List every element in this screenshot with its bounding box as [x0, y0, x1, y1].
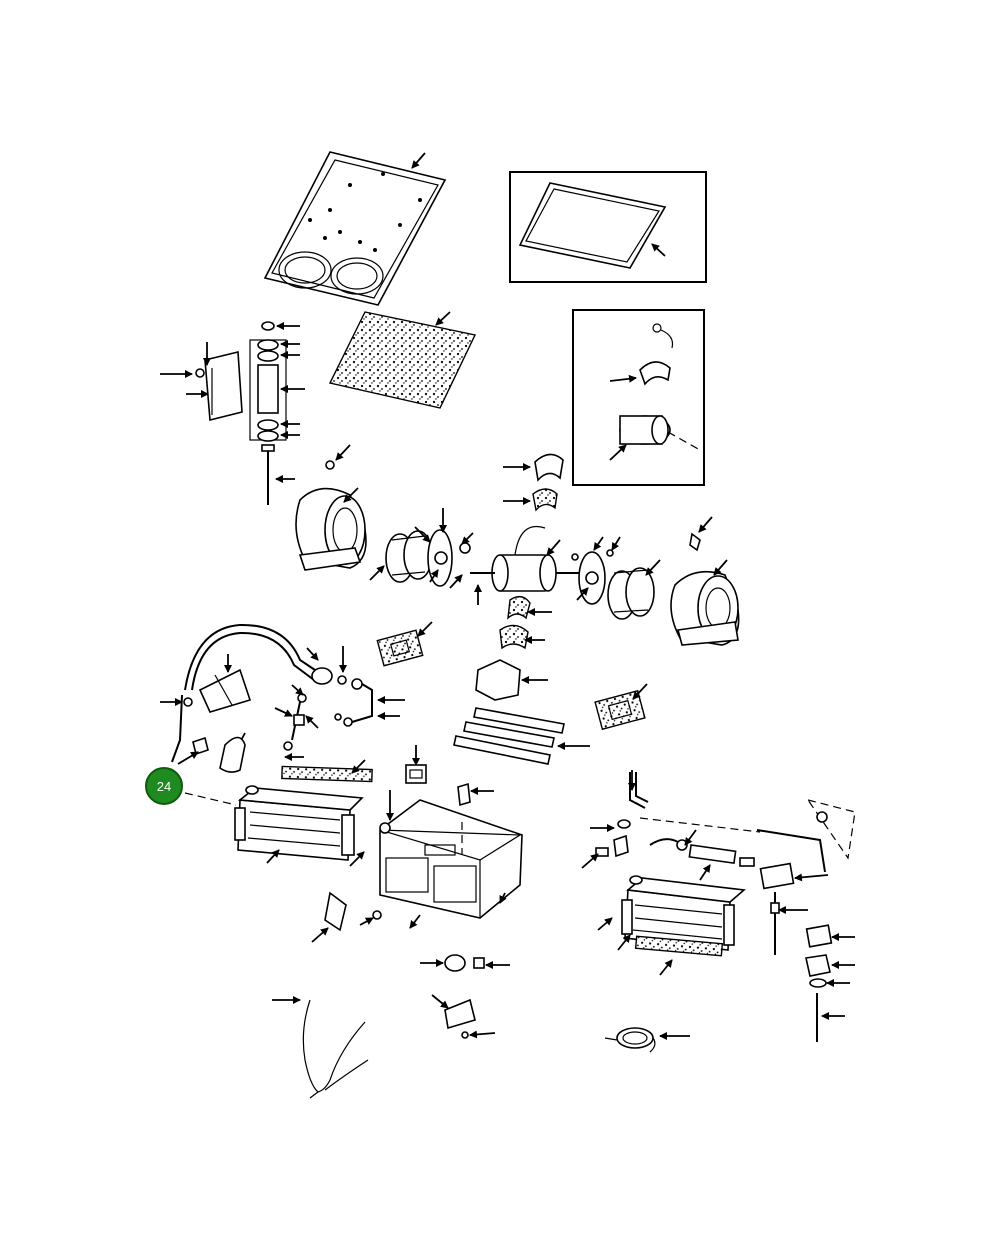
motor-support-bracket	[475, 659, 521, 701]
top-cover-panel	[263, 151, 447, 306]
coiled-tube	[604, 1027, 656, 1053]
left-blower-wheel	[385, 530, 433, 583]
hose-clamp	[219, 736, 246, 773]
bolt-fittings	[283, 693, 307, 751]
capillary-line	[756, 799, 856, 873]
evaporator-gasket-strip	[634, 935, 724, 957]
motor-mount-plate-right	[571, 549, 614, 605]
main-case	[379, 799, 523, 919]
evaporator-coil	[621, 875, 746, 951]
blower-motor	[470, 526, 585, 592]
left-blower-housing	[295, 460, 367, 571]
inset-motor	[572, 309, 705, 486]
tube-fitting	[334, 678, 373, 727]
heater-core-left	[234, 785, 364, 861]
hose-assembly	[171, 623, 347, 763]
arrow-top-cover	[411, 152, 426, 169]
right-blower-housing	[670, 532, 740, 646]
heater-gasket-strip	[281, 765, 373, 783]
grommet	[379, 822, 391, 834]
wiring-harness	[302, 999, 369, 1099]
cover-plate	[324, 891, 347, 932]
motor-mount-plate-left	[427, 529, 471, 587]
refrigerant-fittings	[595, 772, 755, 867]
mount-bracket	[444, 998, 476, 1039]
thermostat-parts	[805, 924, 833, 1042]
gasket-left	[376, 629, 424, 667]
inset-access-panel	[509, 171, 707, 283]
hardware-stack	[195, 321, 287, 505]
relay-module	[405, 764, 427, 784]
control-knob	[444, 954, 485, 972]
filter-element	[328, 311, 477, 409]
right-blower-wheel	[607, 567, 655, 620]
small-bracket	[457, 782, 471, 807]
gasket-right	[594, 689, 646, 731]
callout-marker[interactable]: 24	[145, 767, 183, 805]
callout-label: 24	[156, 778, 172, 794]
motor-strap-bottom	[499, 595, 531, 650]
arrow-filter	[435, 311, 451, 326]
motor-strap-top	[532, 453, 564, 512]
expansion-valve	[759, 862, 795, 955]
foam-strips	[453, 707, 565, 765]
